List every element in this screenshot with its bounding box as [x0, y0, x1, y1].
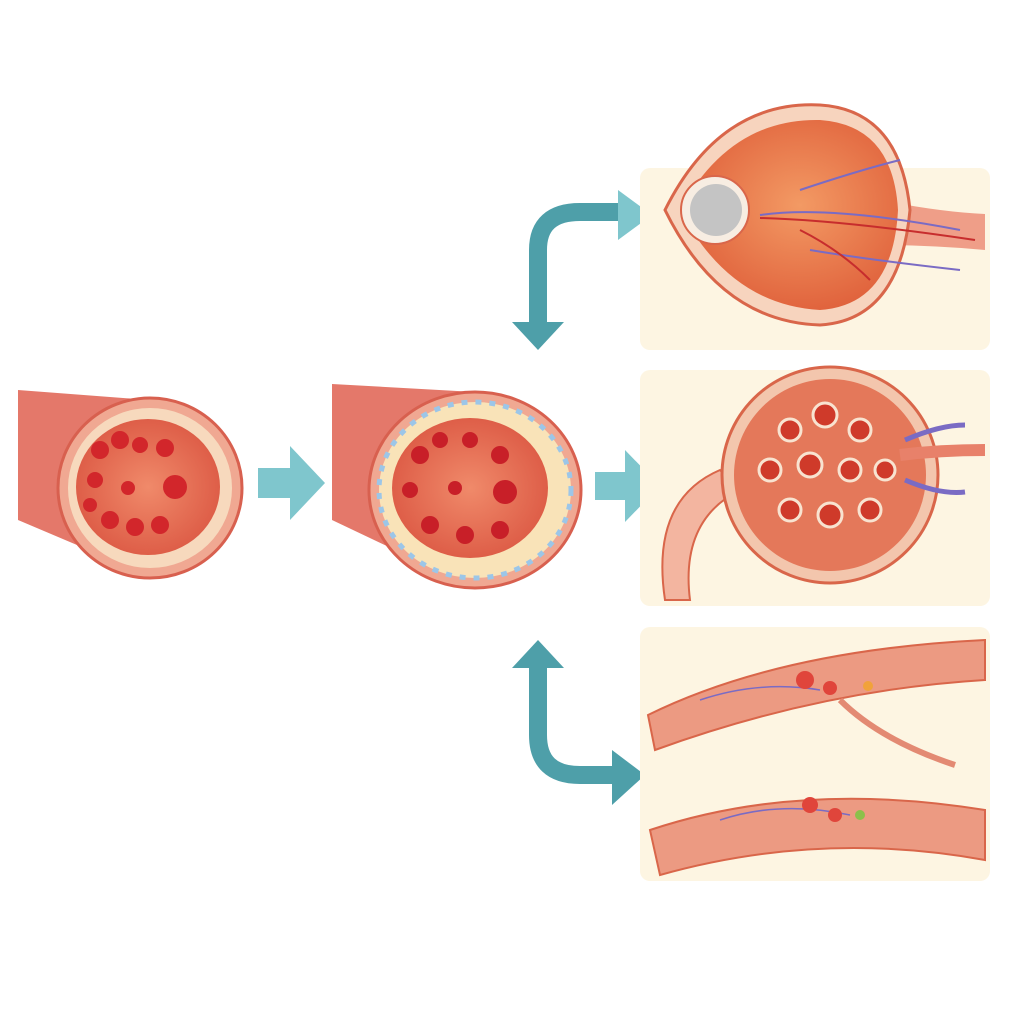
kidney-illustration [661, 365, 986, 601]
eye-illustration [663, 103, 985, 327]
curved-arrow-up-right-icon [512, 190, 652, 350]
curved-arrow-down-right-icon [512, 640, 645, 805]
damaged-vessel [332, 384, 583, 590]
blood-cells [402, 432, 517, 544]
blood-cells [83, 431, 187, 536]
right-arrow-icon [258, 446, 325, 520]
healthy-vessel [18, 390, 244, 580]
right-arrow-icon [595, 450, 660, 522]
nerves-illustration [646, 638, 986, 877]
